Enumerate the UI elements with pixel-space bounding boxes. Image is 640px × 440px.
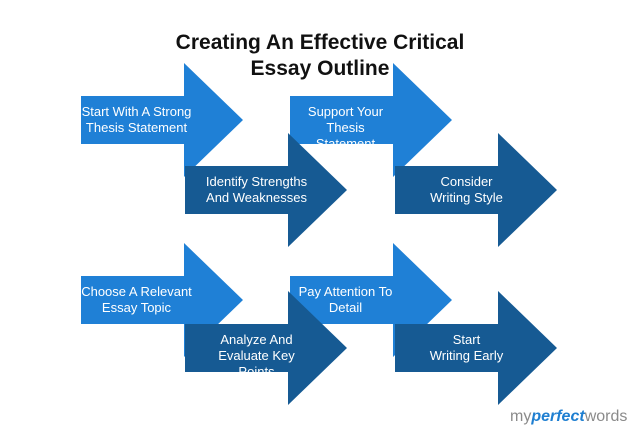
step-label-line: Start [452,332,481,347]
brand-highlight: perfect [531,408,585,425]
step-label-line: Identify Strengths [205,174,308,189]
title-line-2: Essay Outline [250,57,390,80]
step-label-line: Choose A Relevant [81,284,192,299]
step-label-line: Essay Topic [101,300,172,315]
step-label-line: Start With A Strong [81,104,192,119]
brand-suffix: words [584,408,628,425]
title-line-1: Creating An Effective Critical [175,31,465,54]
step-label-line: Analyze And [220,332,293,347]
step-label-line: Statement [315,136,376,151]
step-label-line: Pay Attention To [298,284,393,299]
arrow-s2 [185,133,347,247]
step-label-line: And Weaknesses [206,190,307,205]
step-label-line: Evaluate Key Points [218,348,295,379]
arrow-s4 [395,133,557,247]
step-label-line: Detail [328,300,363,315]
arrow-s3 [290,63,452,177]
step-label-line: Thesis Statement [85,120,188,135]
brand-prefix: my [510,408,532,425]
step-label-line: Support Your Thesis [307,104,384,135]
step-label-line: Consider [440,174,493,189]
brand-logo: myperfectwords [510,408,627,426]
step-label-line: Writing Style [430,190,503,205]
arrow-s8 [395,291,557,405]
arrow-layer [81,63,557,405]
arrow-s6 [185,291,347,405]
step-label-line: Writing Early [429,348,504,363]
page-title: Creating An Effective Critical Essay Out… [0,30,640,82]
arrow-s1 [81,63,243,177]
